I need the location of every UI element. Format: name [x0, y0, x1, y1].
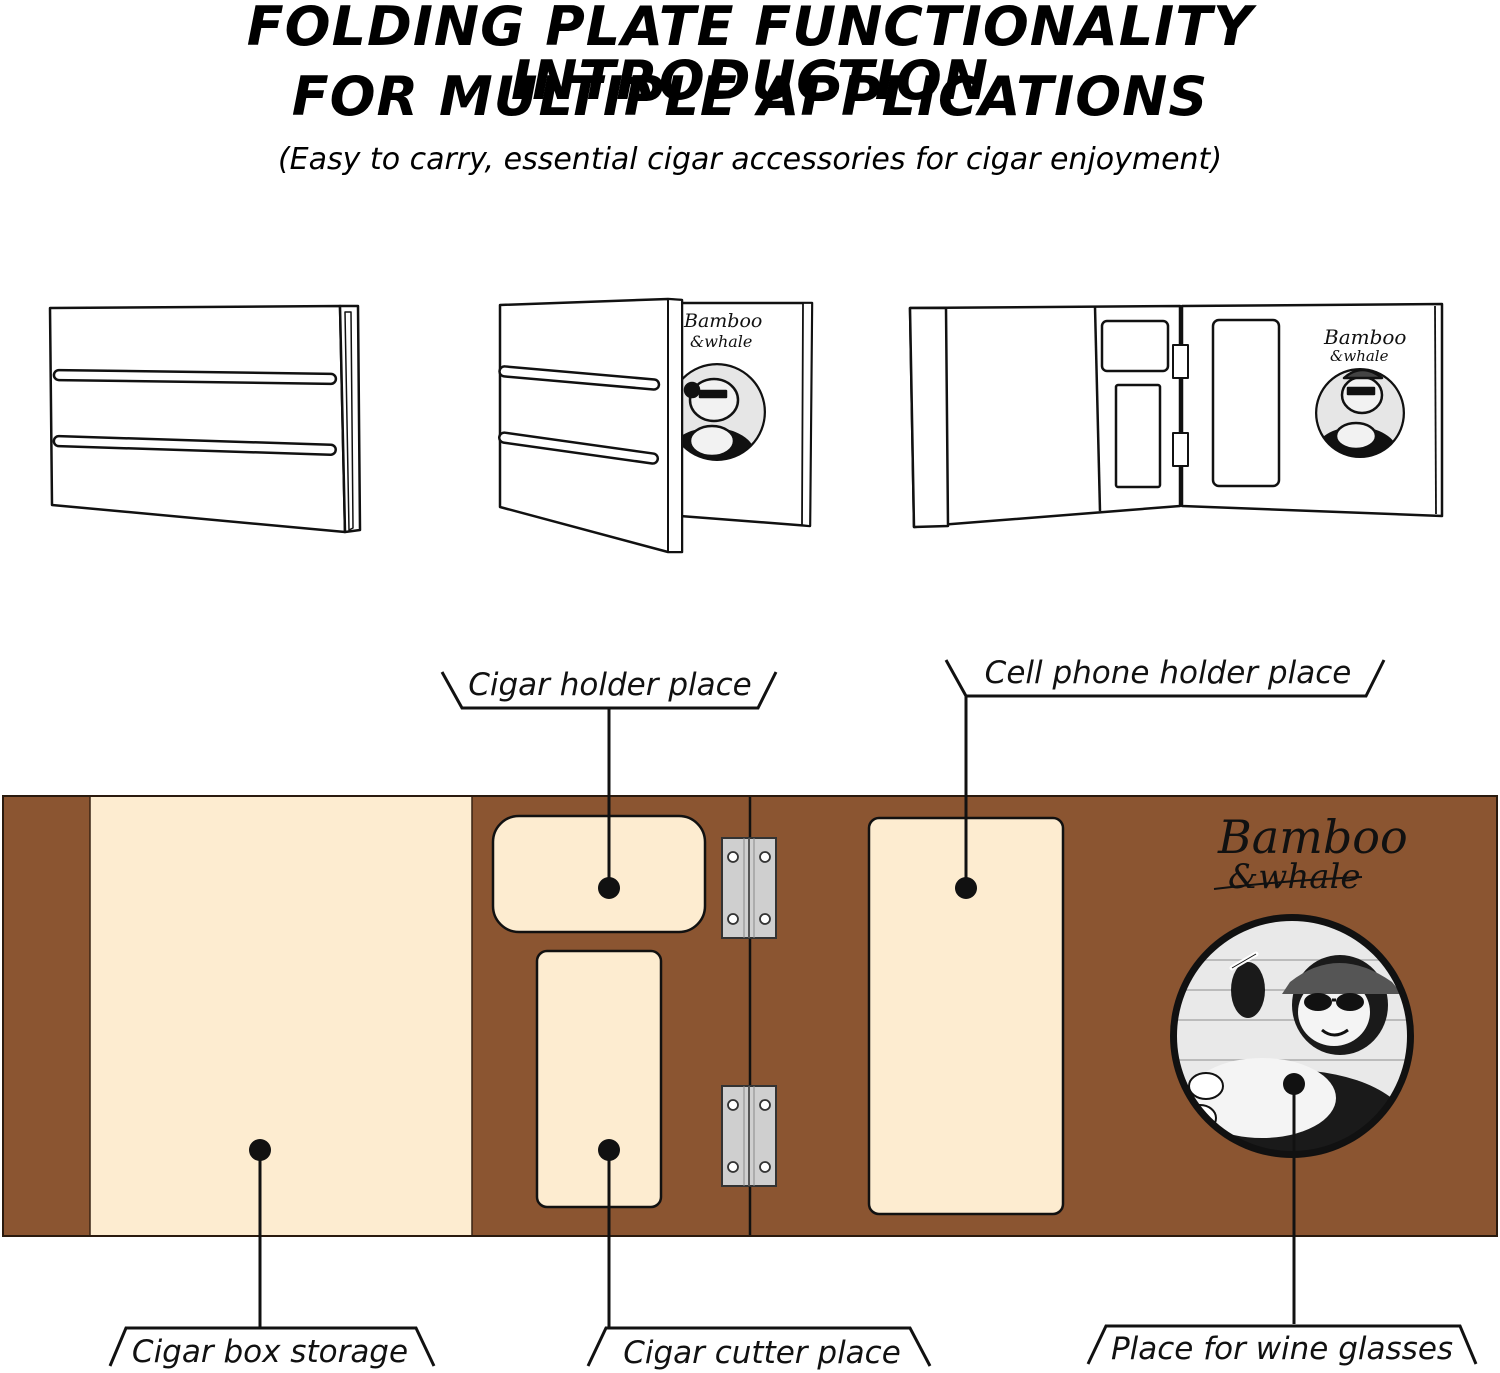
- cell-phone-dot: [955, 877, 977, 899]
- wine-glasses-dot: [1283, 1073, 1305, 1095]
- svg-text:&whale: &whale: [690, 332, 752, 351]
- cigar-holder-dot: [598, 877, 620, 899]
- hinge-icon: [721, 837, 777, 939]
- cigar-cutter-dot: [598, 1139, 620, 1161]
- unfolded-board: Bamboo &whale: [2, 795, 1498, 1237]
- svg-text:Bamboo: Bamboo: [683, 310, 762, 332]
- label-cell-phone-holder: Cell phone holder place: [985, 655, 1352, 691]
- label-cigar-box-storage: Cigar box storage: [132, 1334, 408, 1370]
- cigar-box-bracket: [108, 1326, 436, 1367]
- page-subtitle: (Easy to carry, essential cigar accessor…: [277, 142, 1223, 177]
- label-wine-glasses: Place for wine glasses: [1111, 1331, 1453, 1367]
- panda-logo-icon: [1170, 914, 1414, 1158]
- cell-phone-bracket: [944, 659, 1386, 698]
- page-title-line-1: FOLDING PLATE FUNCTIONALITY INTRODUCTION: [246, 0, 1254, 112]
- label-cigar-holder: Cigar holder place: [468, 667, 752, 703]
- cigar-cutter-bracket: [586, 1326, 932, 1367]
- page-title-line-2: FOR MULTIPLE APPLICATIONS: [291, 65, 1209, 128]
- half-open-plate-sketch: Bamboo &whale: [498, 297, 814, 554]
- label-cigar-cutter: Cigar cutter place: [623, 1335, 901, 1371]
- cigar-box-storage-area: [90, 797, 472, 1235]
- wine-glasses-bracket: [1086, 1324, 1478, 1365]
- hinge-icon: [721, 1085, 777, 1187]
- closed-plate-sketch: [48, 304, 362, 534]
- cigar-box-dot: [249, 1139, 271, 1161]
- cigar-holder-slot: [491, 814, 707, 934]
- svg-text:Bamboo: Bamboo: [1323, 325, 1406, 349]
- brand-name-line-2: &whale: [1228, 857, 1361, 897]
- cigar-cutter-slot: [535, 949, 663, 1209]
- open-plate-sketch: Bamboo &whale: [908, 302, 1444, 529]
- svg-text:&whale: &whale: [1330, 347, 1389, 365]
- brand-name-line-1: Bamboo: [1217, 810, 1408, 864]
